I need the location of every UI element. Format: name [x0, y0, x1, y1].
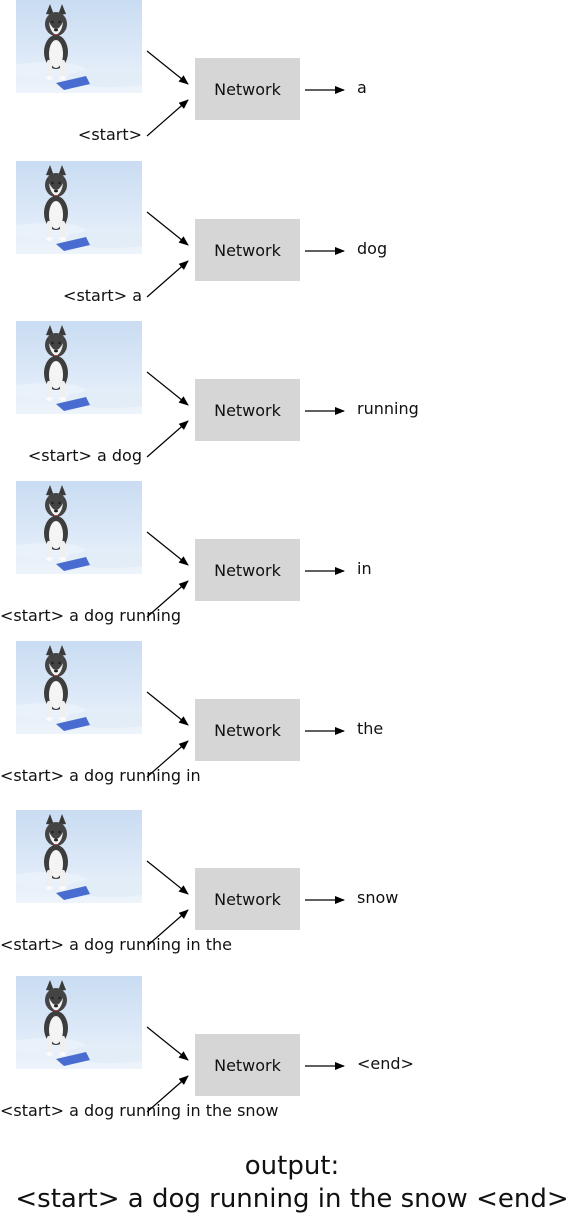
network-box: Network [195, 868, 300, 930]
network-box: Network [195, 219, 300, 281]
text-to-network-arrow [146, 260, 189, 298]
network-box: Network [195, 539, 300, 601]
network-box: Network [195, 699, 300, 761]
predicted-word: a [357, 78, 367, 97]
decoding-step: Network <start> a dog running in the [0, 641, 584, 801]
text-to-network-arrow [146, 909, 189, 947]
decoding-step: Network <start> a dog running in the sno… [0, 810, 584, 970]
predicted-word: dog [357, 239, 388, 258]
husky-photo-icon [16, 321, 142, 414]
network-box: Network [195, 58, 300, 120]
image-to-network-arrow [146, 371, 189, 406]
final-output: output: <start> a dog running in the sno… [0, 1150, 584, 1216]
decoding-step: Network <start> a dog running in [0, 481, 584, 641]
image-to-network-arrow [146, 691, 189, 726]
network-label: Network [214, 720, 281, 740]
network-label: Network [214, 560, 281, 580]
text-to-network-arrow [146, 740, 189, 778]
input-sequence: <start> a dog running [0, 606, 181, 625]
final-output-heading: output: [244, 1151, 340, 1181]
input-sequence: <start> a dog running in [0, 766, 201, 785]
decoding-step: Network <start> a dog [0, 161, 584, 321]
image-to-network-arrow [146, 211, 189, 246]
husky-photo-icon [16, 976, 142, 1069]
predicted-word: in [357, 559, 372, 578]
decoding-step: Network <start> a dog running in the sno… [0, 976, 584, 1136]
predicted-word: snow [357, 888, 399, 907]
input-sequence: <start> a dog [27, 446, 142, 465]
husky-photo-icon [16, 0, 142, 93]
network-box: Network [195, 1034, 300, 1096]
image-to-network-arrow [146, 531, 189, 566]
input-sequence: <start> a dog running in the snow [0, 1101, 279, 1120]
network-label: Network [214, 240, 281, 260]
network-label: Network [214, 889, 281, 909]
input-sequence: <start> a [63, 286, 142, 305]
image-to-network-arrow [146, 1026, 189, 1061]
husky-photo-icon [16, 641, 142, 734]
final-output-sentence: <start> a dog running in the snow <end> [15, 1184, 569, 1214]
predicted-word: running [357, 399, 419, 418]
text-to-network-arrow [146, 580, 189, 618]
predicted-word: the [357, 719, 384, 738]
network-box: Network [195, 379, 300, 441]
predicted-word: <end> [357, 1054, 414, 1073]
network-label: Network [214, 79, 281, 99]
husky-photo-icon [16, 810, 142, 903]
network-label: Network [214, 400, 281, 420]
husky-photo-icon [16, 161, 142, 254]
text-to-network-arrow [146, 1075, 189, 1113]
text-to-network-arrow [146, 420, 189, 458]
image-to-network-arrow [146, 50, 189, 85]
network-label: Network [214, 1055, 281, 1075]
input-sequence: <start> [77, 125, 142, 144]
decoding-step: Network <start> a [0, 0, 584, 160]
decoding-step: Network <start> a dog running [0, 321, 584, 481]
husky-photo-icon [16, 481, 142, 574]
input-sequence: <start> a dog running in the [0, 935, 232, 954]
text-to-network-arrow [146, 99, 189, 137]
image-to-network-arrow [146, 860, 189, 895]
